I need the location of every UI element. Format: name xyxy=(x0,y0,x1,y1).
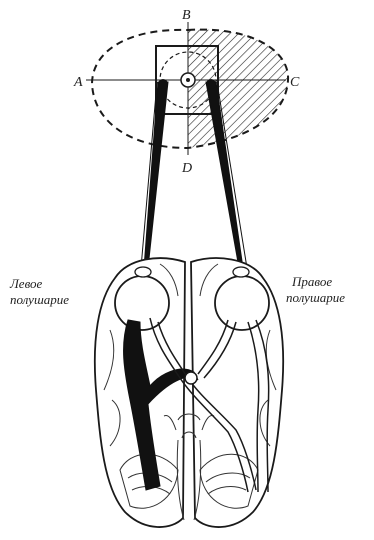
brain xyxy=(95,258,283,527)
visual-field: A B C D xyxy=(73,8,300,176)
field-label-d: D xyxy=(181,161,192,176)
left-ray-knob xyxy=(158,79,168,89)
right-hemisphere-label-line2: полушарие xyxy=(286,290,345,305)
optic-chiasm xyxy=(185,372,197,384)
field-label-a: A xyxy=(73,75,83,90)
fixation-point xyxy=(186,78,190,82)
left-hemisphere-label-line1: Левое xyxy=(9,276,43,291)
field-label-c: C xyxy=(290,75,300,90)
left-eye-ray xyxy=(144,82,168,268)
visual-field-right-half-hatched xyxy=(188,30,288,148)
right-ray-knob xyxy=(206,79,216,89)
field-label-b: B xyxy=(182,8,191,23)
right-hemisphere-label-line1: Правое xyxy=(291,274,332,289)
left-hemisphere-label-line2: полушарие xyxy=(10,292,69,307)
